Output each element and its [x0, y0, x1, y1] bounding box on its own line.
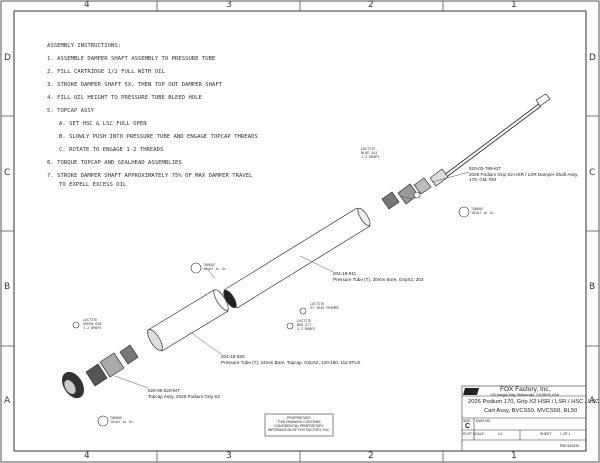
zone-col-1-top: 1 — [511, 0, 517, 10]
callout-pressure-tube-20: 204-18-911 Pressure Tube (T), 20mm Bore,… — [333, 271, 423, 282]
instruction-step: 4. FILL OIL HEIGHT TO PRESSURE TUBE BLEE… — [47, 95, 202, 101]
dwg-label: DWG NO. — [476, 419, 492, 423]
leader-lines — [114, 171, 470, 389]
tag-line: BLUE 243 — [361, 150, 378, 155]
tag-line: 1-2 DROPS — [297, 326, 316, 331]
scale-value: 1:1 — [498, 432, 503, 436]
tag-line: 37 7649 PRIMER — [310, 305, 339, 310]
instruction-substep: A. SET HSC & LSC FULL OPEN — [59, 121, 147, 127]
zone-col-3-bottom: 3 — [226, 451, 232, 461]
callout-pressure-tube-24: 204-18-920 Pressure Tube (T), 24mm Bore,… — [221, 354, 361, 365]
instruction-step: 3. STROKE DAMPER SHAFT 5X, THEN TOP OUT … — [47, 82, 223, 88]
tag-line: 10lbf in lb. — [110, 419, 135, 424]
callout-description: Pressure Tube (T), 24mm Bore, Topcap, Gr… — [221, 359, 361, 365]
pressure-tube-20mm — [223, 207, 371, 309]
tag-line: TORQUE — [110, 416, 123, 420]
tag-torque-mid: TORQUE 10lbf in lb. — [203, 263, 228, 272]
company-name: FOX Factory, Inc. — [500, 386, 551, 393]
zone-col-1-bottom: 1 — [511, 451, 517, 461]
zone-col-4-top: 4 — [84, 0, 90, 10]
zone-col-2-top: 2 — [368, 0, 374, 10]
tag-loctite-primer: LOCTITE 37 7649 PRIMER — [310, 302, 339, 311]
tag-torque-upper: TORQUE 10lbf in lb. — [471, 207, 496, 216]
size-label: SIZE — [463, 419, 471, 423]
tag-line: 10lbf in lb. — [203, 266, 228, 271]
zone-row-d-right: D — [589, 53, 596, 63]
tag-icons — [72, 191, 470, 427]
inner-border — [13, 10, 587, 452]
callout-part-number: 820-05-820-KIT — [148, 388, 181, 393]
title-block — [264, 385, 587, 452]
sheet-value: 1 OF 1 — [560, 432, 571, 436]
topcap-assembly — [62, 344, 139, 399]
tag-line: LOCTITE — [83, 318, 98, 322]
sheet-label: SHEET — [540, 432, 552, 436]
zone-row-a-left: A — [4, 396, 11, 406]
proprietary-title: PROPRIETARY — [287, 416, 311, 420]
tag-line: LOCTITE — [310, 302, 325, 306]
zone-row-c-right: C — [589, 168, 596, 178]
instruction-step: 7. STROKE DAMPER SHAFT APPROXIMATELY 75%… — [47, 173, 253, 179]
callout-part-number: 204-18-920 — [221, 354, 245, 359]
pressure-tube-24mm — [147, 289, 229, 352]
instruction-substep: C. ROTATE TO ENGAGE 1-2 THREADS — [59, 147, 164, 153]
callout-damper-shaft: 820-03-789-KIT 2026 Podium Grip X2 HSR /… — [469, 166, 578, 183]
zone-col-4-bottom: 4 — [84, 451, 90, 461]
callout-description: 170, CM, RM — [469, 177, 497, 183]
drawing-title-line1: 2026 Podium 170, Grip X2 HSR / LSR / HSC… — [468, 399, 600, 405]
tag-line: TORQUE — [471, 207, 484, 211]
drawing-title-line2: Cart Assy, BVCS50, MVCS50, RL50 — [484, 408, 578, 414]
tag-line: GREEN 638 — [83, 321, 102, 326]
corner-code: PrtE 60SEM — [560, 444, 579, 448]
tag-loctite-red: LOCTITE RED 277 1-2 DROPS — [297, 319, 316, 332]
tag-line: 1-2 DROPS — [361, 154, 380, 159]
zone-row-c-left: C — [4, 168, 11, 178]
tag-torque-left: TORQUE 10lbf in lb. — [110, 416, 135, 425]
tag-line: 10lbf in lb. — [471, 210, 496, 215]
company-address: 130 Hangar Way, Watsonville, CA 95076 US… — [490, 393, 559, 397]
instruction-step-continued: TO EXPELL EXCESS OIL — [59, 182, 127, 188]
tag-line: RED 277 — [297, 322, 312, 327]
damper-shaft-assembly — [381, 93, 551, 210]
zone-row-b-left: B — [4, 282, 11, 292]
callout-description: 2026 Podium Grip X2 HSR / LSR Damper Sha… — [469, 171, 579, 177]
callout-description: Topcap Assy, 2026 Podium Grip X2 — [148, 393, 220, 399]
callout-topcap: 820-05-820-KIT Topcap Assy, 2026 Podium … — [148, 388, 220, 399]
tag-line: 1-2 DROPS — [83, 325, 102, 330]
zone-col-3-top: 3 — [226, 0, 232, 10]
tag-line: TORQUE — [203, 263, 216, 267]
instruction-substep: B. SLOWLY PUSH INTO PRESSURE TUBE AND EN… — [59, 134, 258, 140]
zone-row-b-right: B — [589, 282, 596, 292]
callout-description: Pressure Tube (T), 20mm Bore, GripX2, 20… — [333, 276, 424, 282]
callout-part-number: 204-18-911 — [333, 271, 357, 276]
instruction-step: 6. TORQUE TOPCAP AND SEALHEAD ASSEMBLIES — [47, 160, 182, 166]
instruction-step: 1. ASSEMBLE DAMPER SHAFT ASSEMBLY TO PRE… — [47, 56, 216, 62]
tag-line: LOCTITE — [361, 147, 376, 151]
size-value: C — [465, 423, 471, 430]
zone-row-a-right: A — [589, 396, 596, 406]
instructions-title: ASSEMBLY INSTRUCTIONS: — [47, 43, 122, 49]
tag-line: LOCTITE — [297, 319, 312, 323]
zone-col-2-bottom: 2 — [368, 451, 374, 461]
proprietary-notice: PROPRIETARY THIS DRAWING CONTAINS CONFID… — [267, 416, 331, 432]
tag-loctite-blue: LOCTITE BLUE 243 1-2 DROPS — [361, 147, 380, 160]
instruction-step: 5. TOPCAP ASSY — [47, 108, 95, 114]
fox-logo — [463, 388, 479, 395]
proprietary-text: THIS DRAWING CONTAINS CONFIDENTIAL PROPR… — [267, 420, 331, 433]
instruction-step: 2. FILL CARTRIDGE 1/2 FULL WITH OIL — [47, 69, 165, 75]
callout-part-number: 820-03-789-KIT — [469, 166, 502, 171]
scale-label: PLOT SCALE — [463, 432, 484, 436]
tag-loctite-green: LOCTITE GREEN 638 1-2 DROPS — [83, 318, 102, 331]
zone-row-d-left: D — [4, 53, 11, 63]
